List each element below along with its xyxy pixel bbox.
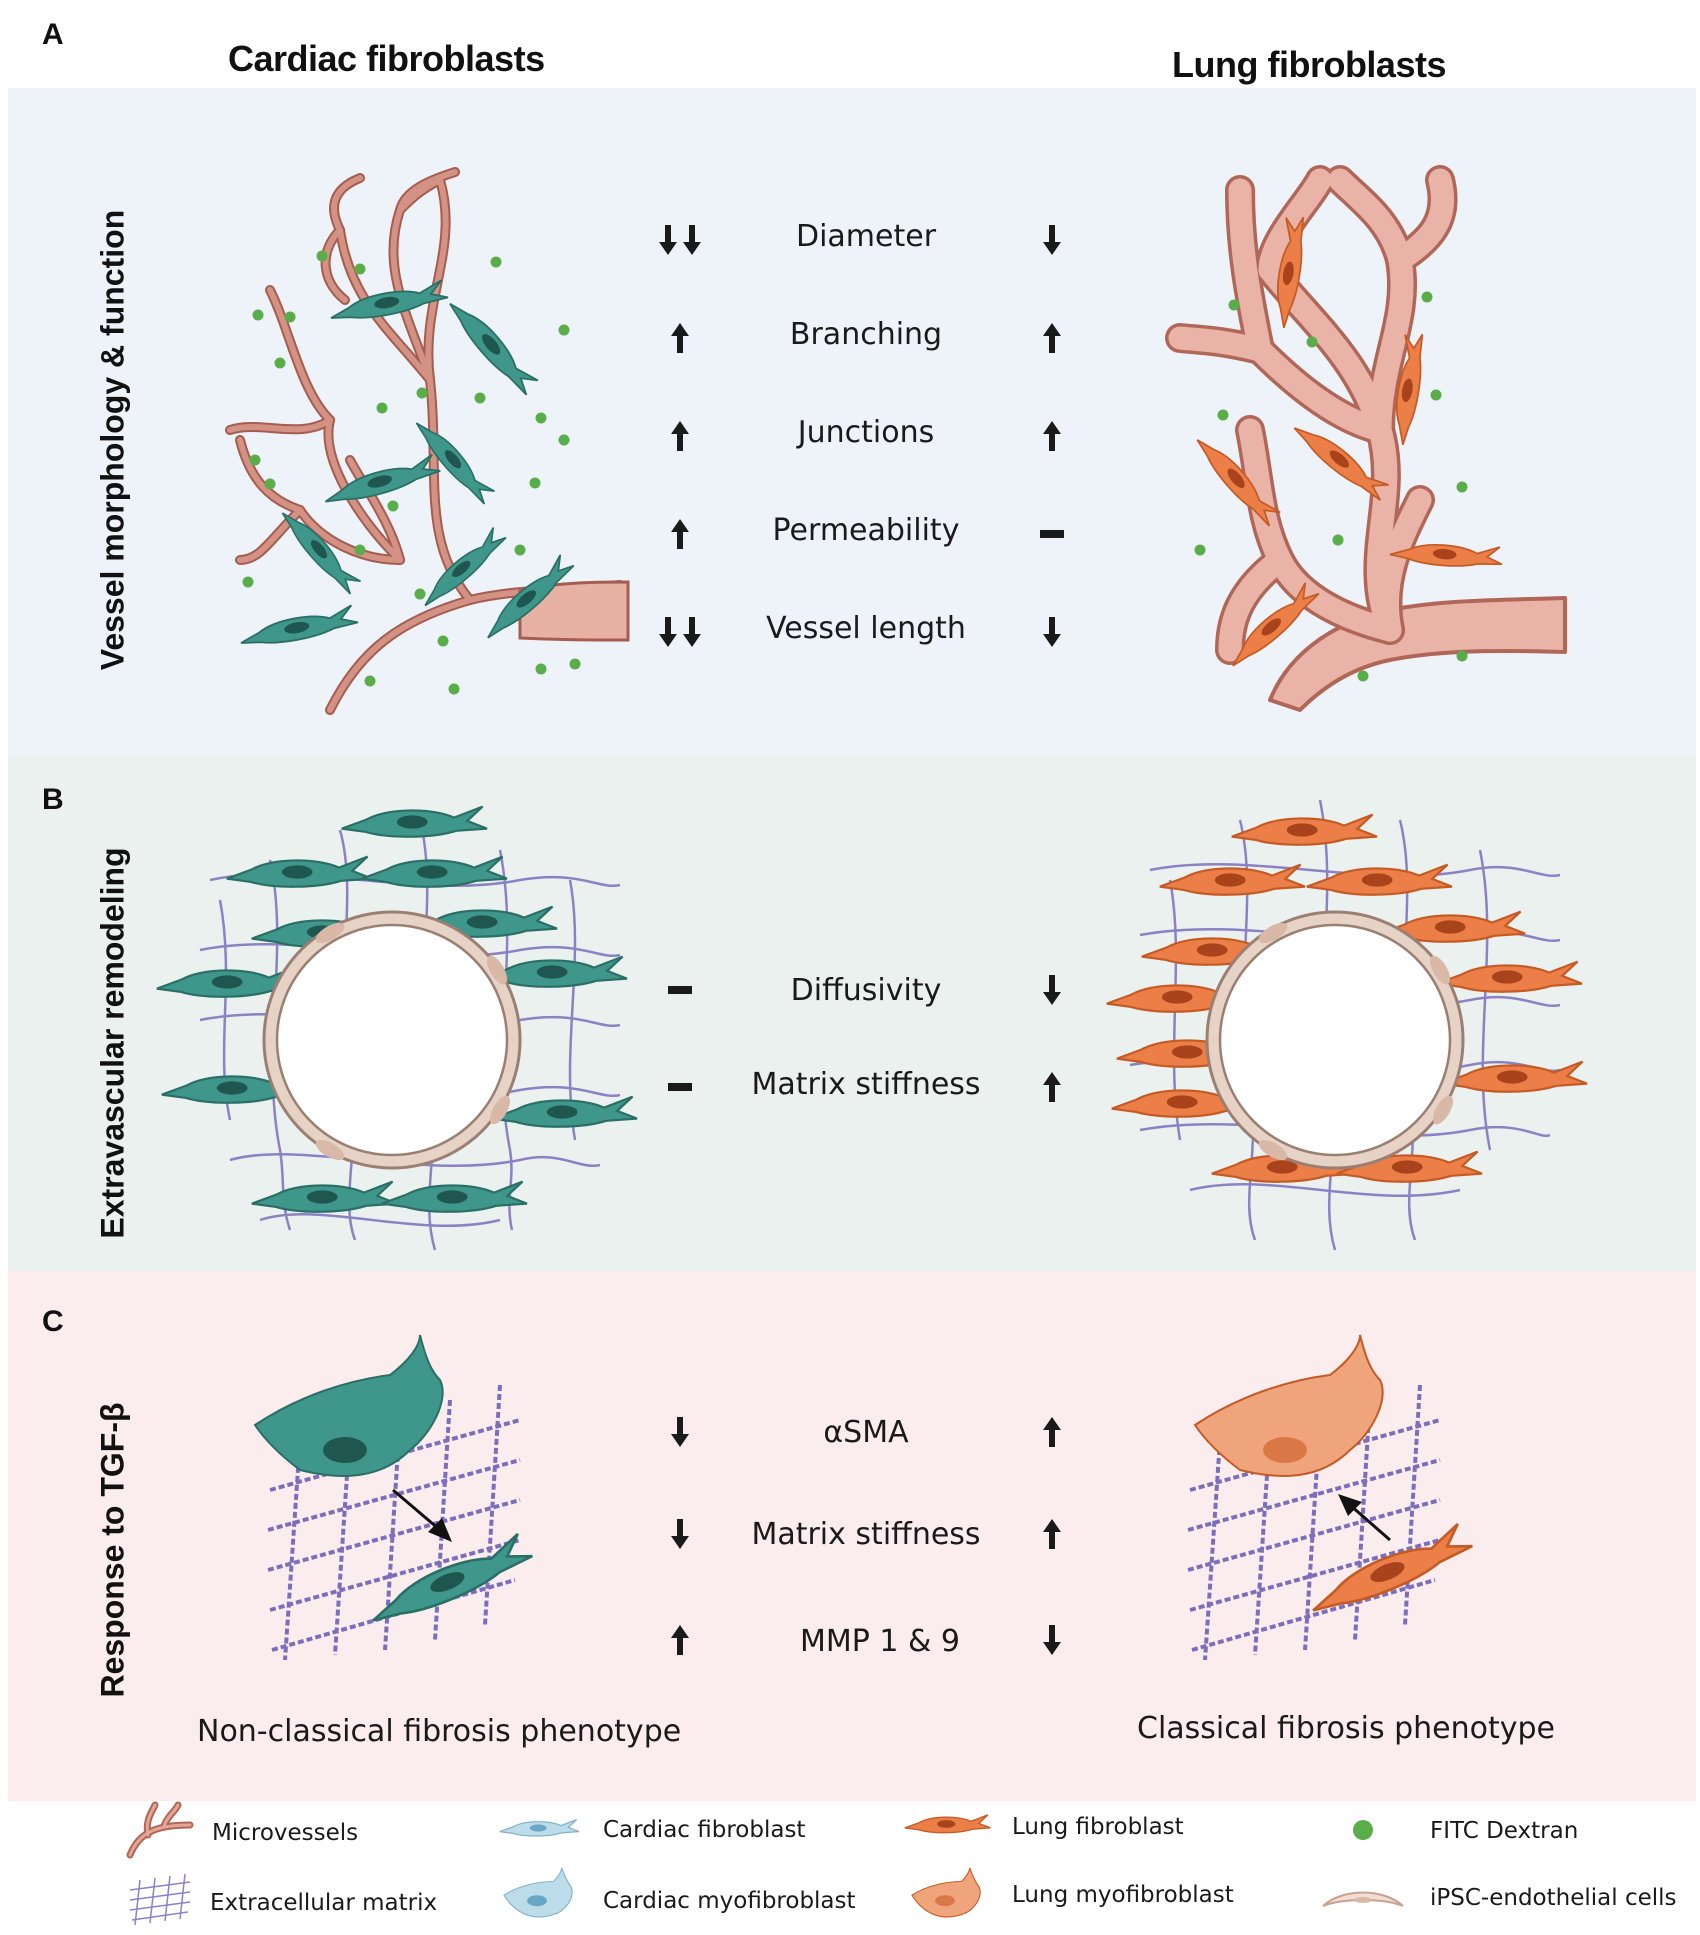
indicator-b-1-cardiac: [668, 1083, 692, 1091]
indicator-c-1-cardiac: [671, 1519, 689, 1549]
legend-microvessels: Microvessels: [212, 1820, 359, 1846]
indicator-c-0-lung: [1043, 1417, 1061, 1447]
cardiac-extravascular-illustration: [155, 805, 639, 1251]
ecm-icon: [129, 1873, 191, 1926]
param-asma: αSMA: [823, 1415, 909, 1450]
param-diffusivity: Diffusivity: [790, 973, 942, 1008]
lung-myofibroblast-icon: [911, 1867, 981, 1918]
right-phenotype-label: Classical fibrosis phenotype: [1137, 1711, 1556, 1746]
indicator-a-0-lung: [1043, 225, 1061, 255]
legend-extracellular-matrix: Extracellular matrix: [210, 1890, 438, 1916]
lung-extravascular-illustration: [1105, 799, 1589, 1251]
cardiac-myofibroblast-icon: [503, 1867, 573, 1918]
legend-lung-fibroblast: Lung fibroblast: [1012, 1814, 1184, 1840]
param-matrix-stiffness-c: Matrix stiffness: [751, 1517, 981, 1552]
indicator-a-4-cardiac: [659, 617, 701, 647]
legend-lung-myofibroblast: Lung myofibroblast: [1012, 1882, 1234, 1908]
indicator-a-1-lung: [1043, 323, 1061, 353]
cardiac-fibroblast-icon: [499, 1819, 580, 1837]
param-diameter: Diameter: [795, 219, 937, 254]
indicator-a-1-cardiac: [671, 323, 689, 353]
param-permeability: Permeability: [772, 513, 960, 548]
indicator-a-3-lung: [1040, 530, 1064, 538]
fitc-dextran-icon: [1353, 1820, 1373, 1840]
indicator-c-2-lung: [1043, 1625, 1061, 1655]
indicator-a-4-lung: [1043, 617, 1061, 647]
panel-c-background: [8, 1271, 1696, 1801]
indicator-a-3-cardiac: [671, 519, 689, 549]
param-mmp: MMP 1 & 9: [799, 1624, 961, 1659]
indicator-a-0-cardiac: [659, 225, 701, 255]
legend-cardiac-myofibroblast: Cardiac myofibroblast: [603, 1888, 856, 1914]
cardiac-column-title: Cardiac fibroblasts: [228, 38, 545, 79]
indicator-b-1-lung: [1043, 1072, 1061, 1102]
legend-cardiac-fibroblast: Cardiac fibroblast: [603, 1817, 806, 1843]
param-branching: Branching: [789, 317, 943, 352]
param-junctions: Junctions: [797, 415, 935, 450]
indicator-b-0-cardiac: [668, 986, 692, 994]
param-matrix-stiffness-b: Matrix stiffness: [751, 1067, 981, 1102]
panel-a-letter: A: [42, 18, 64, 51]
indicator-c-2-cardiac: [671, 1625, 689, 1655]
indicator-a-2-lung: [1043, 421, 1061, 451]
microvessel-icon: [126, 1801, 194, 1859]
lung-tgf-response-illustration: [1187, 1334, 1478, 1661]
param-vessel-length: Vessel length: [766, 611, 966, 646]
lung-fibroblast-icon: [904, 1814, 991, 1834]
panel-c-letter: C: [42, 1305, 64, 1338]
indicator-c-1-lung: [1043, 1519, 1061, 1549]
indicator-c-0-cardiac: [671, 1417, 689, 1447]
panel-b-letter: B: [42, 783, 64, 816]
cardiac-tgf-response-illustration: [253, 1334, 538, 1661]
left-phenotype-label: Non-classical fibrosis phenotype: [197, 1714, 682, 1749]
legend-fitc-dextran: FITC Dextran: [1430, 1818, 1579, 1844]
lung-microvessel-network: [1165, 165, 1567, 712]
lung-column-title: Lung fibroblasts: [1172, 44, 1447, 85]
ipsc-endothelial-icon: [1322, 1891, 1404, 1907]
legend-ipsc-endothelial-cells: iPSC-endothelial cells: [1430, 1885, 1677, 1911]
indicator-a-2-cardiac: [671, 421, 689, 451]
indicator-b-0-lung: [1043, 975, 1061, 1005]
